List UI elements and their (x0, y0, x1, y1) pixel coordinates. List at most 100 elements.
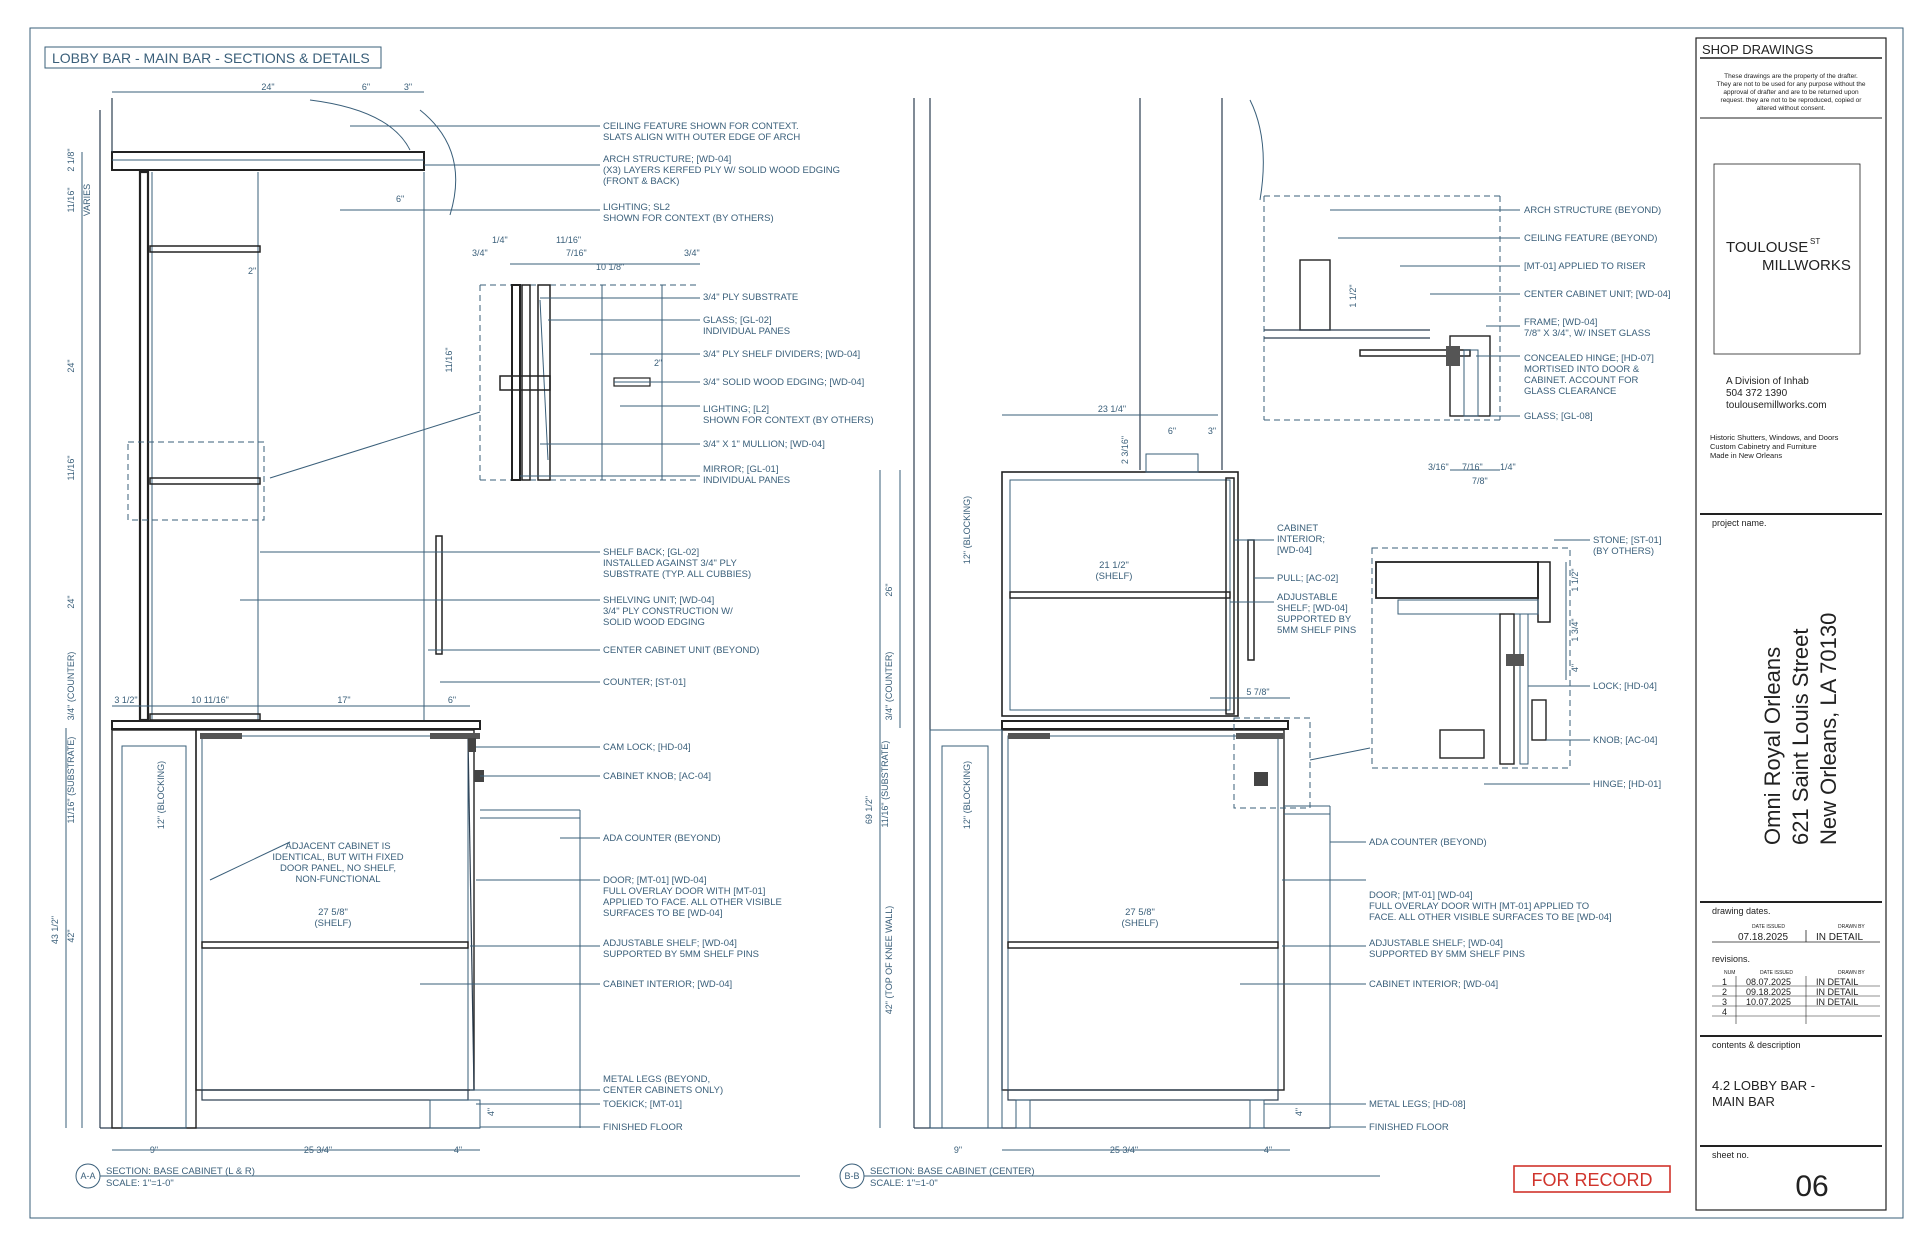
section-a-tag: A-A (80, 1171, 95, 1181)
dim-b-misc-5: 4" (1294, 1108, 1304, 1116)
sheet-border (29, 27, 1904, 1219)
tb-project-2: New Orleans, LA 70130 (1816, 613, 1841, 845)
shelf-note-a-1: (SHELF) (315, 918, 352, 929)
rev-num-2: 2 (1722, 987, 1727, 997)
tb-sheet-no: 06 (1795, 1170, 1828, 1203)
tb-revisions-label: revisions. (1712, 954, 1750, 964)
label-arch-10: GLASS; [GL-08] (1524, 411, 1593, 422)
label-a-20: APPLIED TO FACE. ALL OTHER VISIBLE (603, 897, 782, 908)
adjacent-note-0: ADJACENT CABINET IS (285, 841, 390, 852)
dim-arch-2: 7/16" (1462, 462, 1483, 472)
for-record-stamp: FOR RECORD (1513, 1165, 1671, 1193)
label-dt-4: 3/4" SOLID WOOD EDGING; [WD-04] (703, 377, 864, 388)
rev-by-2: IN DETAIL (1816, 987, 1858, 997)
tb-services-1: Custom Cabinetry and Furniture (1710, 442, 1817, 451)
label-a-6: SHOWN FOR CONTEXT (BY OTHERS) (603, 213, 774, 224)
dim-b-left-1: 3/4" (COUNTER) (884, 652, 894, 721)
shelf-note-a-0: 27 5/8" (318, 907, 348, 918)
label-arch-6: CONCEALED HINGE; [HD-07] (1524, 353, 1654, 364)
label-a-25: METAL LEGS (BEYOND, (603, 1074, 710, 1085)
label-a-4: (FRONT & BACK) (603, 176, 679, 187)
stamp-text: FOR RECORD (1532, 1170, 1653, 1190)
label-arch-7: MORTISED INTO DOOR & (1524, 364, 1640, 375)
dim-b-misc-0: 23 1/4" (1098, 404, 1126, 414)
label-a-22: ADJUSTABLE SHELF; [WD-04] (603, 938, 737, 949)
label-a-7: SHELF BACK; [GL-02] (603, 547, 699, 558)
label-a-19: FULL OVERLAY DOOR WITH [MT-01] (603, 886, 765, 897)
label-a-17: ADA COUNTER (BEYOND) (603, 833, 721, 844)
revisions-table: 1 08.07.2025 IN DETAIL 2 09.18.2025 IN D… (1712, 976, 1880, 1024)
dim-b-bottom-2: 4" (1264, 1145, 1272, 1155)
adjacent-note-1: IDENTICAL, BUT WITH FIXED (272, 852, 403, 863)
dim-dt-6: 11/16" (444, 347, 454, 372)
label-b-2: [WD-04] (1277, 545, 1312, 556)
label-a-2: ARCH STRUCTURE; [WD-04] (603, 154, 731, 165)
tb-project-1: 621 Saint Louis Street (1788, 629, 1813, 845)
tb-contents-label: contents & description (1712, 1040, 1801, 1050)
logo-line2: MILLWORKS (1762, 257, 1851, 274)
dim-b-misc-3: 2 3/16" (1120, 436, 1130, 464)
label-a-18: DOOR; [MT-01] [WD-04] (603, 875, 706, 886)
label-arch-8: CABINET. ACCOUNT FOR (1524, 375, 1639, 386)
blocking-b-lower: 12" (BLOCKING) (962, 761, 972, 829)
dim-a-top-2: 3" (404, 82, 412, 92)
section-b-title: SECTION: BASE CABINET (CENTER) (870, 1166, 1035, 1177)
label-a-15: CAM LOCK; [HD-04] (603, 742, 691, 753)
dim-arch-3: 1/4" (1500, 462, 1516, 472)
label-b-1: INTERIOR; (1277, 534, 1325, 545)
label-a-27: TOEKICK; [MT-01] (603, 1099, 682, 1110)
tb-project-0: Omni Royal Orleans (1760, 647, 1785, 845)
label-b-4: ADJUSTABLE (1277, 592, 1338, 603)
label-dt-8: MIRROR; [GL-01] (703, 464, 779, 475)
label-dt-3: 3/4" PLY SHELF DIVIDERS; [WD-04] (703, 349, 860, 360)
dim-b-misc-2: 3" (1208, 426, 1216, 436)
section-b-linework (839, 98, 1380, 1189)
dim-dt-5: 3/4" (684, 248, 700, 258)
blocking-b-upper: 12" (BLOCKING) (962, 496, 972, 564)
tb-company-0: A Division of Inhab (1726, 376, 1809, 387)
label-arch-3: CENTER CABINET UNIT; [WD-04] (1524, 289, 1671, 300)
dim-a-left-10: 42" (66, 929, 76, 942)
label-arch-2: [MT-01] APPLIED TO RISER (1524, 261, 1646, 272)
label-a-23: SUPPORTED BY 5MM SHELF PINS (603, 949, 759, 960)
tb-disclaimer-3: request. they are not to be reproduced, … (1721, 97, 1863, 104)
adjacent-note-2: DOOR PANEL, NO SHELF, (280, 863, 396, 874)
dim-a-left-1: 11/16" (66, 187, 76, 212)
label-a-11: 3/4" PLY CONSTRUCTION W/ (603, 606, 733, 617)
tb-company-2: toulousemillworks.com (1726, 400, 1827, 411)
shelf-lower-b-1: (SHELF) (1122, 918, 1159, 929)
tb-rev-by-hdr: DRAWN BY (1838, 970, 1865, 976)
sheet-title: LOBBY BAR - MAIN BAR - SECTIONS & DETAIL… (44, 46, 382, 69)
dim-a-misc-4: 17" (337, 695, 350, 705)
dim-dt-0: 1/4" (492, 235, 508, 245)
tb-drawn-by: IN DETAIL (1816, 932, 1863, 943)
label-b-13: SUPPORTED BY 5MM SHELF PINS (1369, 949, 1525, 960)
label-b-10: FULL OVERLAY DOOR WITH [MT-01] APPLIED T… (1369, 901, 1589, 912)
dim-dt-2: 11/16" (556, 235, 581, 245)
label-b-3: PULL; [AC-02] (1277, 573, 1338, 584)
label-a-21: SURFACES TO BE [WD-04] (603, 908, 722, 919)
dim-a-misc-0: 6" (396, 194, 404, 204)
dim-dt-4: 10 1/8" (596, 262, 624, 272)
section-b-labels: CABINET INTERIOR; [WD-04] PULL; [AC-02] … (844, 404, 1611, 1189)
rev-num-4: 4 (1722, 1007, 1727, 1017)
sheet-title-text: LOBBY BAR - MAIN BAR - SECTIONS & DETAIL… (52, 50, 370, 66)
label-dt-7: 3/4" X 1" MULLION; [WD-04] (703, 439, 825, 450)
dim-b-bottom-1: 25 3/4" (1110, 1145, 1138, 1155)
tb-date-hdr: DATE ISSUED (1752, 924, 1785, 930)
title-block-border (1695, 37, 1887, 1211)
dim-arch-0: 1 1/2" (1348, 284, 1358, 307)
rev-date-3: 10.07.2025 (1746, 997, 1791, 1007)
detail-arch-linework (1263, 195, 1520, 471)
rev-date-1: 08.07.2025 (1746, 977, 1791, 987)
label-stone-3: KNOB; [AC-04] (1593, 735, 1657, 746)
section-a-labels: CEILING FEATURE SHOWN FOR CONTEXT. SLATS… (50, 82, 840, 1189)
tb-services-0: Historic Shutters, Windows, and Doors (1710, 433, 1839, 442)
label-a-16: CABINET KNOB; [AC-04] (603, 771, 711, 782)
label-b-16: FINISHED FLOOR (1369, 1122, 1449, 1133)
label-dt-2: INDIVIDUAL PANES (703, 326, 790, 337)
dim-a-bottom-0: 9" (150, 1145, 158, 1155)
section-a-scale: SCALE: 1"=1-0" (106, 1178, 174, 1189)
dim-a-top-0: 24" (261, 82, 274, 92)
